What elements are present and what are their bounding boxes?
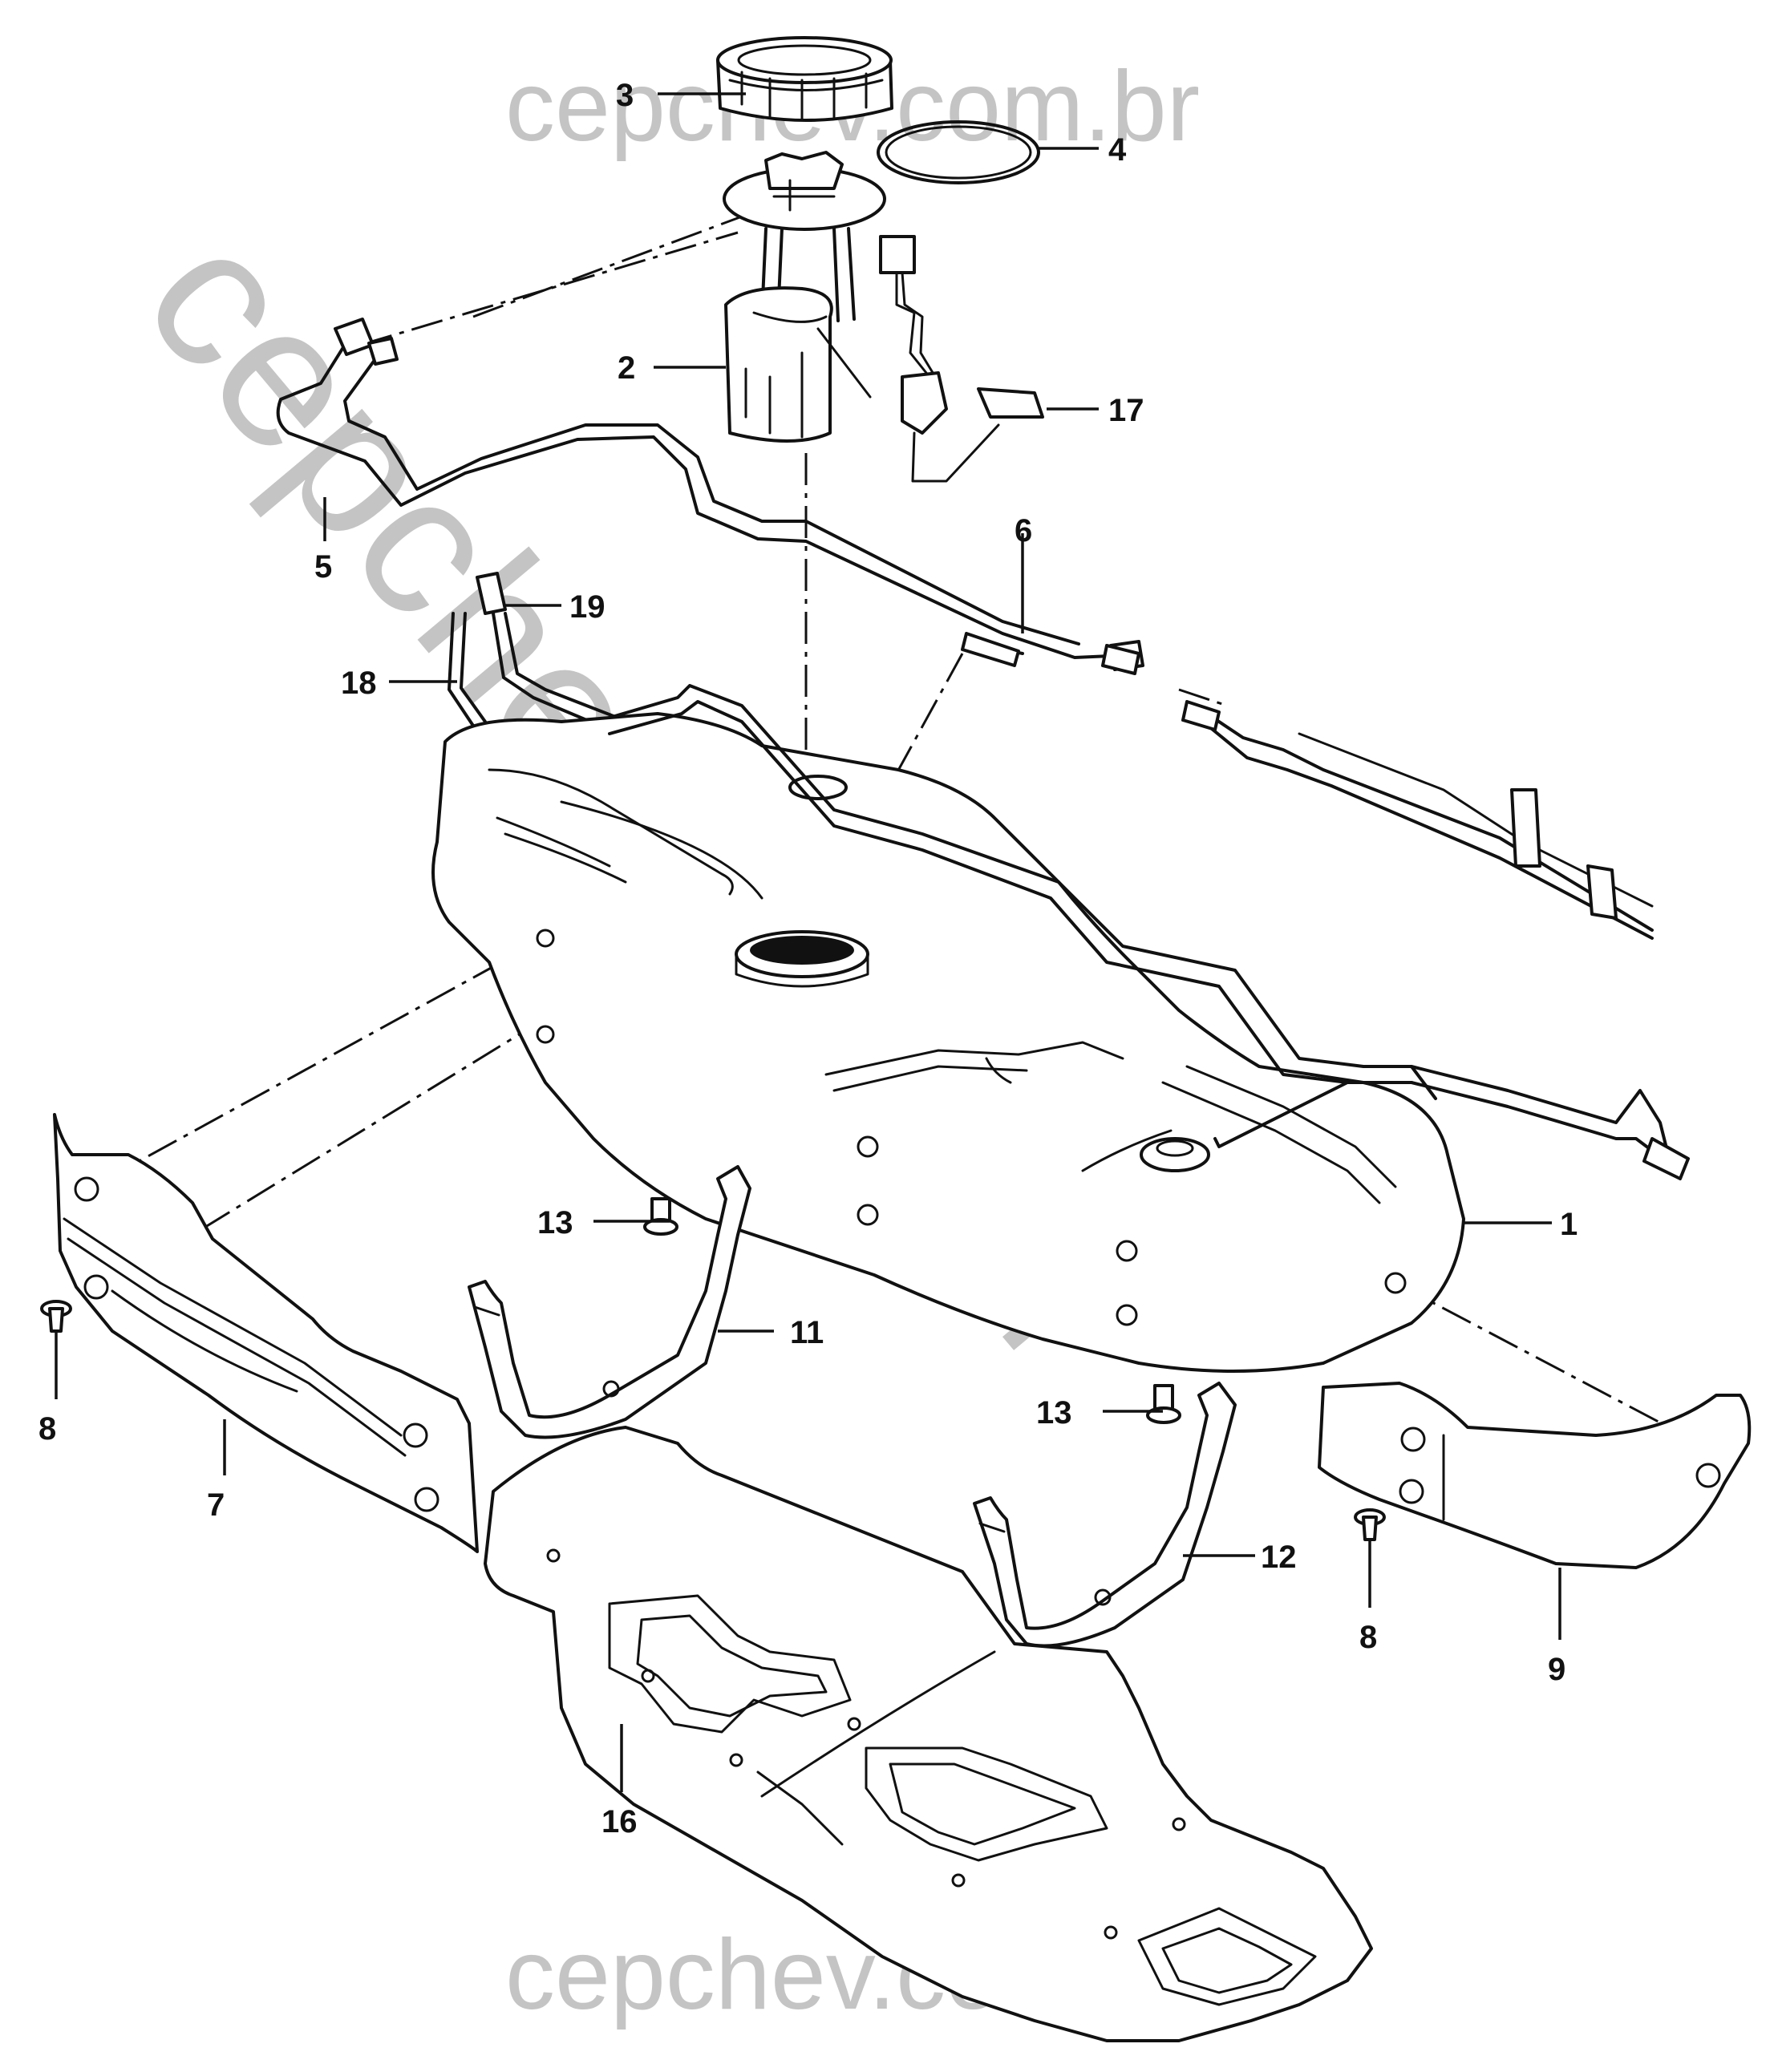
callouts: 3 4 2 17 5 6 19 18 1 13 13 11 12 8 8 7 9… — [38, 78, 1578, 1839]
callout-17: 17 — [1108, 393, 1144, 428]
seal-ring-part-4 — [877, 120, 1040, 184]
leader-lines — [55, 92, 1561, 1792]
callout-18: 18 — [341, 666, 377, 701]
vapor-line-part-6 — [961, 632, 1140, 675]
callout-3: 3 — [616, 78, 634, 113]
callout-5: 5 — [314, 549, 332, 585]
tank-strap-part-12 — [973, 1382, 1237, 1648]
push-pin-part-8b — [1354, 1508, 1386, 1541]
callout-4: 4 — [1108, 132, 1127, 168]
callout-11: 11 — [790, 1315, 824, 1350]
fuel-pump-module-part-2 — [723, 151, 886, 443]
callout-16: 16 — [601, 1804, 638, 1839]
alignment-lines — [136, 215, 1685, 1437]
fuel-line-part-5 — [276, 318, 1144, 671]
bolt-part-13b — [1146, 1384, 1181, 1424]
callout-8b: 8 — [1359, 1620, 1377, 1655]
callout-2: 2 — [618, 350, 635, 386]
callout-9: 9 — [1548, 1652, 1565, 1687]
heat-shield-part-7 — [53, 1113, 479, 1553]
underbody-shield-part-16 — [484, 1426, 1373, 2042]
push-pin-part-8a — [40, 1300, 72, 1333]
callout-1: 1 — [1560, 1207, 1578, 1242]
callout-13b: 13 — [1036, 1395, 1072, 1431]
bolt-part-13a — [643, 1197, 678, 1236]
callout-8a: 8 — [38, 1411, 56, 1447]
heat-shield-part-9 — [1318, 1382, 1752, 1569]
callout-19: 19 — [569, 589, 606, 625]
fuel-tank-part-1 — [431, 712, 1465, 1373]
callout-7: 7 — [207, 1487, 225, 1523]
tank-strap-part-11 — [468, 1165, 751, 1439]
callout-13a: 13 — [537, 1205, 573, 1240]
callout-12: 12 — [1261, 1540, 1297, 1575]
lock-ring-part-3 — [716, 36, 893, 122]
callout-6: 6 — [1015, 513, 1032, 548]
fuel-lines-harness — [1181, 700, 1654, 940]
fuel-level-sender-part-17 — [879, 235, 1044, 483]
tank-top-line — [608, 684, 1690, 1180]
